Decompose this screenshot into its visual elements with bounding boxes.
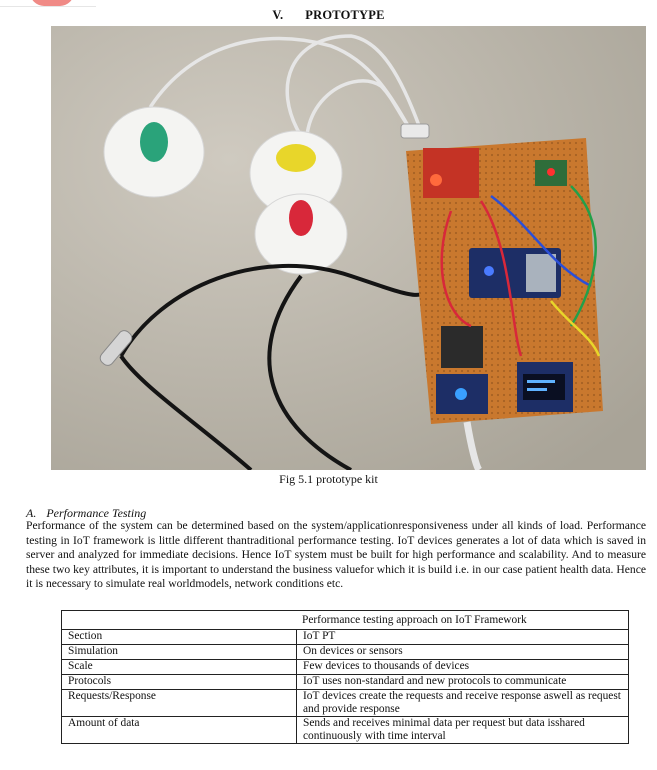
- table-row: Section IoT PT: [61, 629, 629, 645]
- table-cell-label: Requests/Response: [61, 689, 297, 717]
- ecg-electrode-icon: [254, 193, 348, 275]
- ecg-electrode-icon: [249, 130, 343, 216]
- section-number: V.: [272, 8, 284, 22]
- table-cell-value: IoT PT: [296, 629, 629, 645]
- circuit-board-icon: [406, 138, 603, 424]
- table-cell-value: IoT devices create the requests and rece…: [296, 689, 629, 717]
- header-rule: [0, 6, 96, 7]
- figure-caption: Fig 5.1 prototype kit: [279, 472, 378, 486]
- logo-fragment: [30, 0, 74, 6]
- prototype-kit-illustration: [51, 26, 646, 470]
- subsection-letter: A.: [26, 506, 37, 520]
- table-cell-label: Scale: [61, 659, 297, 675]
- ecg-electrode-icon: [103, 106, 205, 198]
- comparison-table: Performance testing approach on IoT Fram…: [61, 610, 629, 744]
- audio-jack-icon: [400, 123, 430, 139]
- table-cell-label: Section: [61, 629, 297, 645]
- table-row: Protocols IoT uses non-standard and new …: [61, 674, 629, 690]
- section-title: PROTOTYPE: [305, 8, 385, 22]
- table-row: Amount of data Sends and receives minima…: [61, 716, 629, 744]
- table-cell-label: Amount of data: [61, 716, 297, 744]
- prototype-photo: [51, 26, 646, 470]
- table-cell-value: IoT uses non-standard and new protocols …: [296, 674, 629, 690]
- table-cell-label: Simulation: [61, 644, 297, 660]
- table-row: Simulation On devices or sensors: [61, 644, 629, 660]
- subsection-title: A. Performance Testing: [26, 506, 146, 521]
- body-paragraph: Performance of the system can be determi…: [26, 519, 646, 590]
- table-cell-value: Sends and receives minimal data per requ…: [296, 716, 629, 744]
- oled-display-icon: [517, 362, 573, 412]
- table-row: Scale Few devices to thousands of device…: [61, 659, 629, 675]
- table-cell-value: Few devices to thousands of devices: [296, 659, 629, 675]
- section-heading: V. PROTOTYPE: [0, 8, 657, 23]
- table-cell-value: On devices or sensors: [296, 644, 629, 660]
- subsection-title-text: Performance Testing: [46, 506, 147, 520]
- table-row: Requests/Response IoT devices create the…: [61, 689, 629, 717]
- table-caption: Performance testing approach on IoT Fram…: [61, 610, 629, 630]
- table-cell-label: Protocols: [61, 674, 297, 690]
